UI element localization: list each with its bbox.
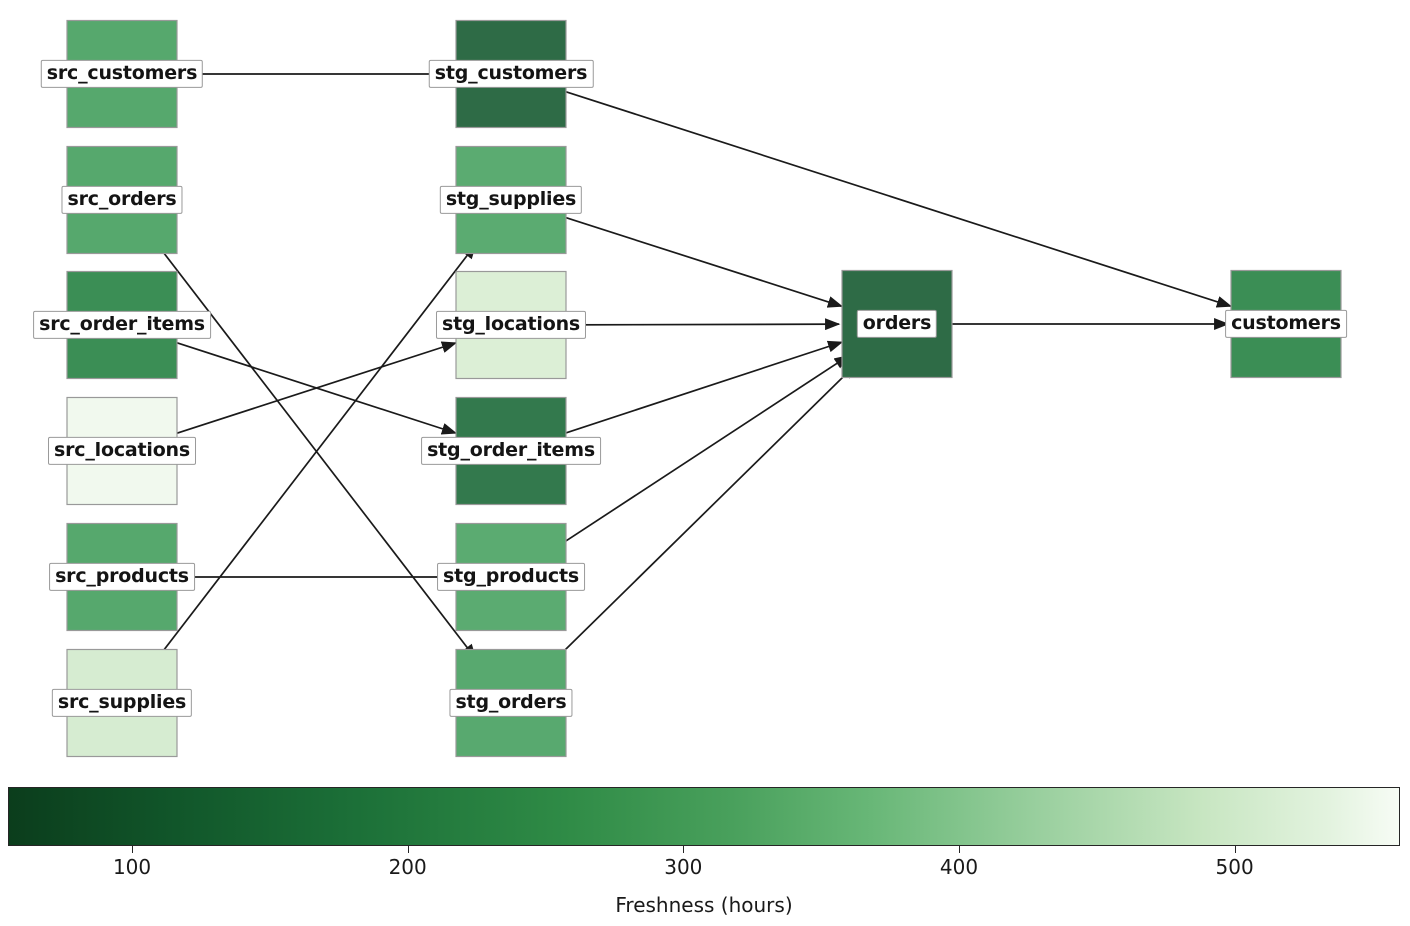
colorbar-tick: [132, 846, 134, 853]
node-label-stg_products[interactable]: stg_products: [437, 562, 585, 592]
edge-stg_supplies-to-orders: [563, 216, 844, 308]
colorbar-bar: [8, 787, 1400, 846]
colorbar-tick: [958, 846, 960, 853]
edge-src_order_items-to-stg_order_items: [174, 341, 458, 435]
node-label-src_customers[interactable]: src_customers: [40, 59, 204, 89]
node-label-stg_locations[interactable]: stg_locations: [435, 310, 587, 340]
edge-stg_order_items-to-orders: [562, 340, 844, 435]
edge-stg_customers-to-customers: [563, 90, 1233, 308]
colorbar-tick: [683, 846, 685, 853]
colorbar-tick: [407, 846, 409, 853]
colorbar-tick-label: 400: [939, 855, 979, 879]
edge-src_supplies-to-stg_supplies: [154, 243, 477, 662]
node-label-src_locations[interactable]: src_locations: [48, 436, 196, 466]
colorbar-tick-label: 200: [388, 855, 427, 879]
edge-stg_locations-to-orders: [565, 318, 841, 331]
colorbar-tick-label: 300: [664, 855, 703, 879]
edge-stg_products-to-orders: [556, 355, 850, 548]
edge-src_locations-to-stg_locations: [174, 341, 458, 435]
node-label-src_orders[interactable]: src_orders: [61, 185, 183, 215]
node-label-stg_supplies[interactable]: stg_supplies: [439, 185, 583, 215]
node-label-stg_customers[interactable]: stg_customers: [428, 59, 594, 89]
colorbar: 100 200 300 400 500 Freshness (hours): [8, 787, 1400, 917]
colorbar-axis-label: Freshness (hours): [615, 893, 793, 917]
colorbar-gradient: [9, 788, 1399, 845]
node-label-src_products[interactable]: src_products: [49, 562, 195, 592]
colorbar-tick-label: 100: [112, 855, 152, 879]
colorbar-tick: [1234, 846, 1236, 853]
node-label-src_supplies[interactable]: src_supplies: [51, 688, 193, 718]
edge-stg_orders-to-orders: [549, 363, 857, 666]
node-label-orders[interactable]: orders: [856, 309, 938, 339]
colorbar-tick-label: 500: [1215, 855, 1254, 879]
node-label-stg_order_items[interactable]: stg_order_items: [421, 436, 601, 466]
node-label-src_order_items[interactable]: src_order_items: [33, 310, 211, 340]
edges-group: [154, 73, 1233, 666]
node-label-stg_orders[interactable]: stg_orders: [449, 688, 573, 718]
nodes-group: [66, 19, 1342, 758]
node-label-customers[interactable]: customers: [1225, 309, 1347, 339]
